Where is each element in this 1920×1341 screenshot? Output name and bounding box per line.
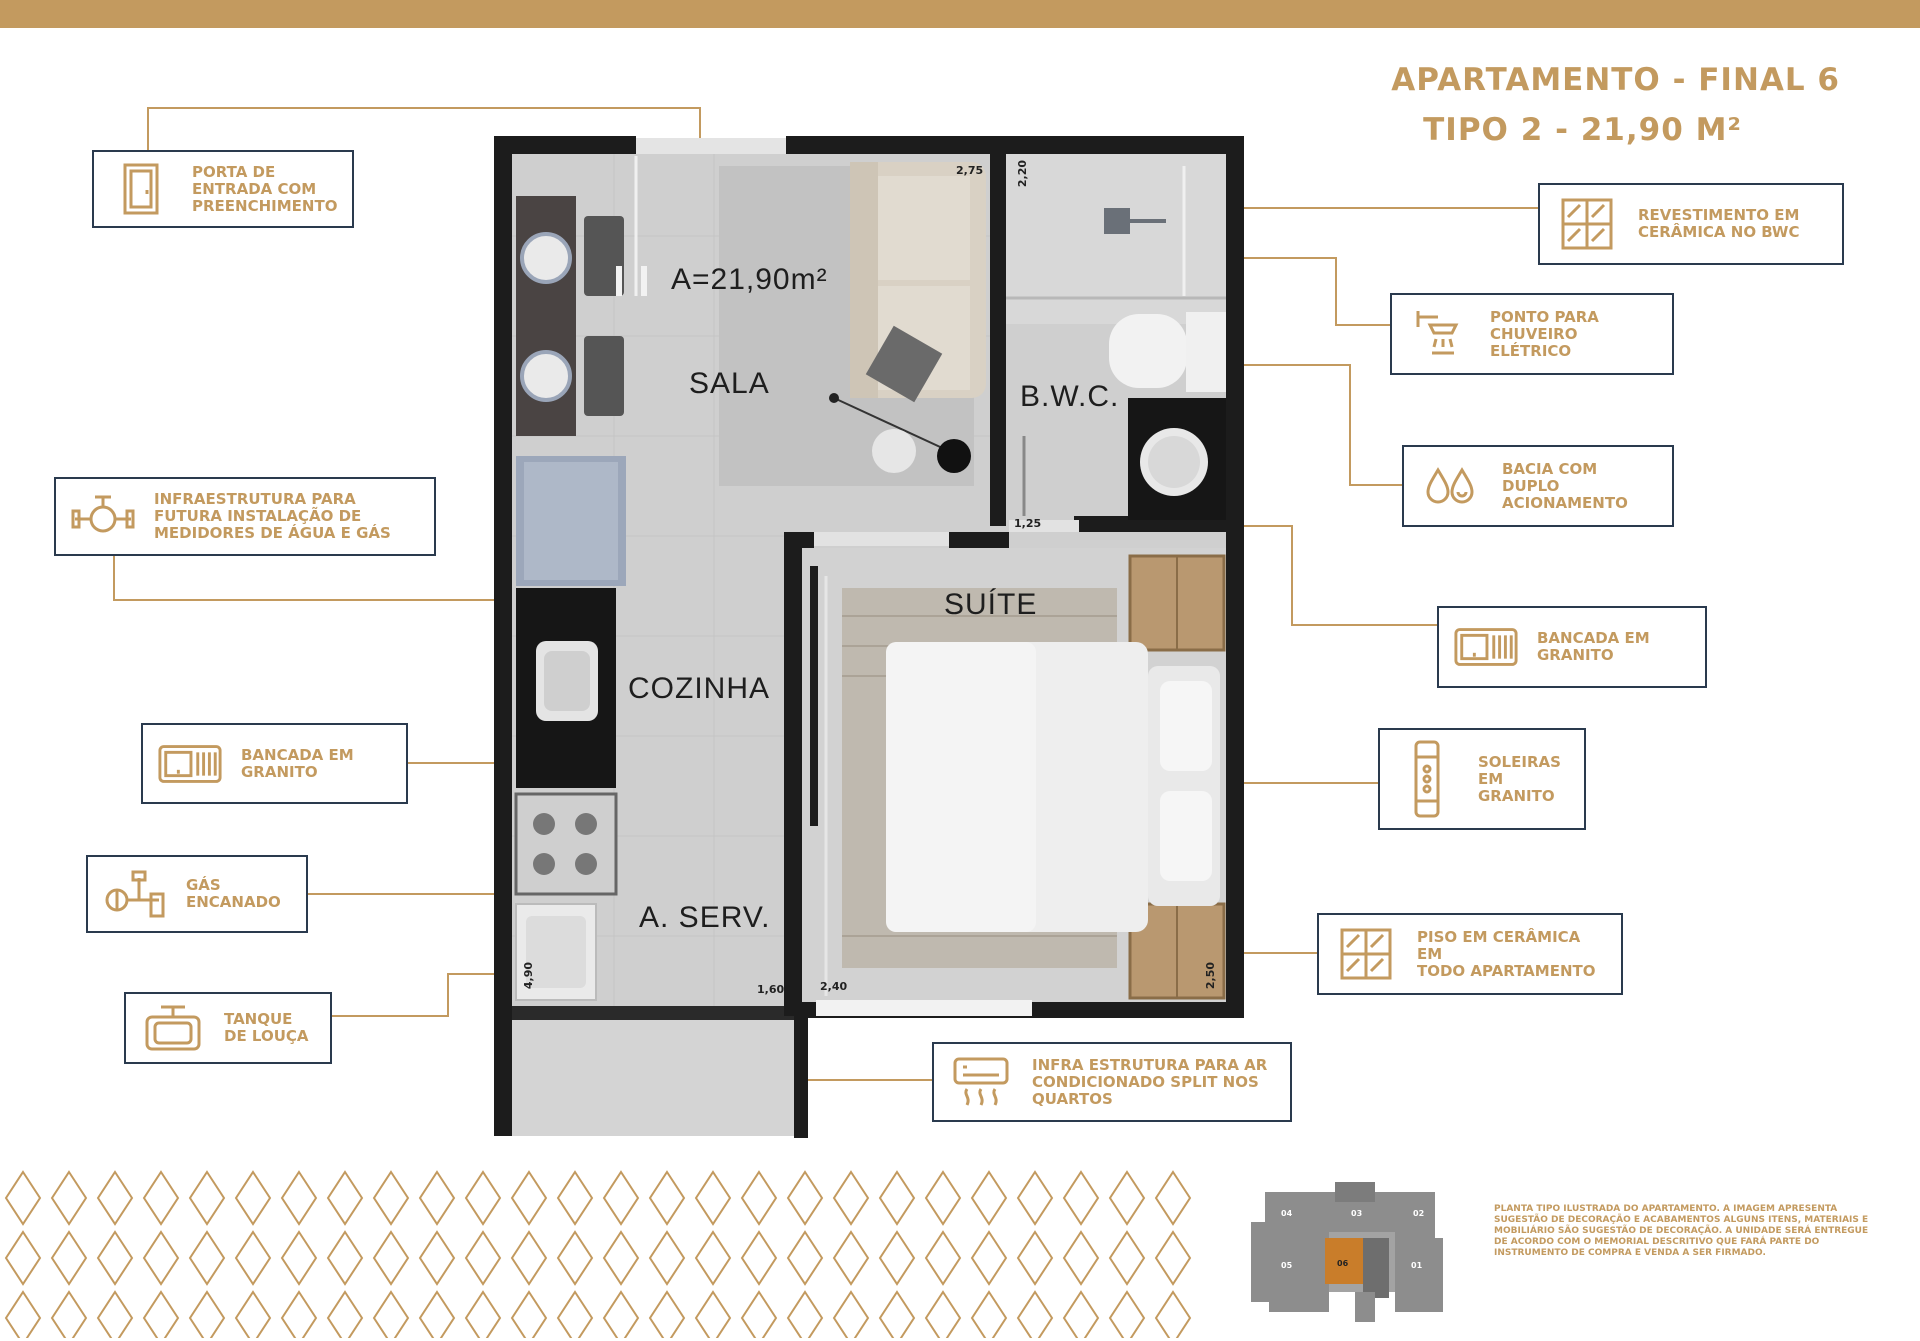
- feature-text: TANQUE DE LOUÇA: [224, 1010, 309, 1045]
- tile-grid-icon: [1554, 195, 1620, 253]
- feature-text: PISO EM CERÂMICA EM TODO APARTAMENTO: [1417, 927, 1596, 980]
- keymap-unit-label: 02: [1413, 1209, 1424, 1218]
- sink-icon: [140, 999, 206, 1057]
- room-label-aserv: A. SERV.: [639, 901, 771, 934]
- keymap-unit-label: 01: [1411, 1261, 1423, 1270]
- feature-text: GÁS ENCANADO: [186, 876, 281, 911]
- threshold-icon: [1394, 740, 1460, 818]
- keymap-unit-label: 06: [1337, 1259, 1349, 1268]
- floor-plan: [494, 136, 1244, 1138]
- room-label-sala: SALA: [689, 367, 770, 400]
- feature-soleiras: SOLEIRAS EM GRANITO: [1378, 728, 1586, 830]
- area-label: A=21,90m²: [671, 263, 828, 296]
- feature-bacia: BACIA COM DUPLO ACIONAMENTO: [1402, 445, 1674, 527]
- water-drops-icon: [1418, 457, 1484, 515]
- room-label-bwc: B.W.C.: [1020, 380, 1120, 413]
- feature-chuveiro: PONTO PARA CHUVEIRO ELÉTRICO: [1390, 293, 1674, 375]
- feature-text: INFRAESTRUTURA PARA FUTURA INSTALAÇÃO DE…: [154, 490, 391, 542]
- feature-text: BANCADA EM GRANITO: [1537, 629, 1650, 664]
- top-accent-bar: [0, 0, 1920, 28]
- feature-text: REVESTIMENTO EM CERÂMICA NO BWC: [1638, 206, 1800, 241]
- feature-gas: GÁS ENCANADO: [86, 855, 308, 933]
- gas-pipe-icon: [102, 865, 168, 923]
- countertop-icon: [1453, 618, 1519, 676]
- dim-label: 4,90: [522, 962, 535, 990]
- air-conditioner-icon: [948, 1053, 1014, 1111]
- feature-bancada-bwc: BANCADA EM GRANITO: [1437, 606, 1707, 688]
- feature-ar: INFRA ESTRUTURA PARA AR CONDICIONADO SPL…: [932, 1042, 1292, 1122]
- feature-text: PORTA DE ENTRADA COM PREENCHIMENTO: [192, 162, 338, 215]
- keymap-unit-label: 04: [1281, 1209, 1293, 1218]
- dim-label: 2,20: [1016, 160, 1029, 188]
- door-icon: [108, 160, 174, 218]
- keymap-unit-label: 03: [1351, 1209, 1362, 1218]
- dim-label: 2,50: [1204, 962, 1217, 990]
- page-title: APARTAMENTO - FINAL 6: [1391, 62, 1840, 98]
- feature-tanque: TANQUE DE LOUÇA: [124, 992, 332, 1064]
- feature-revestimento: REVESTIMENTO EM CERÂMICA NO BWC: [1538, 183, 1844, 265]
- keymap-unit-label: 05: [1281, 1261, 1293, 1270]
- tile-grid-icon: [1333, 925, 1399, 983]
- dim-label: 2,75: [956, 164, 984, 177]
- feature-bancada-cozinha: BANCADA EM GRANITO: [141, 723, 408, 804]
- feature-text: INFRA ESTRUTURA PARA AR CONDICIONADO SPL…: [1032, 1055, 1268, 1108]
- feature-text: PONTO PARA CHUVEIRO ELÉTRICO: [1490, 307, 1599, 360]
- decorative-diamond-pattern: [0, 1168, 1200, 1338]
- meter-valve-icon: [70, 488, 136, 546]
- feature-piso: PISO EM CERÂMICA EM TODO APARTAMENTO: [1317, 913, 1623, 995]
- unit-location-keymap: 04 03 02 05 06 01: [1251, 1182, 1443, 1322]
- room-label-suite: SUÍTE: [944, 588, 1038, 621]
- feature-infraestrutura: INFRAESTRUTURA PARA FUTURA INSTALAÇÃO DE…: [54, 477, 436, 556]
- page-subtitle: TIPO 2 - 21,90 M²: [1423, 112, 1742, 148]
- dim-label: 2,40: [820, 980, 848, 993]
- dim-label: 1,25: [1014, 517, 1042, 530]
- feature-porta: PORTA DE ENTRADA COM PREENCHIMENTO: [92, 150, 354, 228]
- feature-text: BANCADA EM GRANITO: [241, 745, 354, 781]
- feature-text: BACIA COM DUPLO ACIONAMENTO: [1502, 459, 1628, 512]
- dim-label: 1,60: [757, 983, 785, 996]
- feature-text: SOLEIRAS EM GRANITO: [1478, 752, 1561, 805]
- disclaimer-text: PLANTA TIPO ILUSTRADA DO APARTAMENTO. A …: [1494, 1204, 1869, 1258]
- shower-icon: [1406, 305, 1472, 363]
- room-label-cozinha: COZINHA: [628, 672, 770, 705]
- countertop-icon: [157, 735, 223, 793]
